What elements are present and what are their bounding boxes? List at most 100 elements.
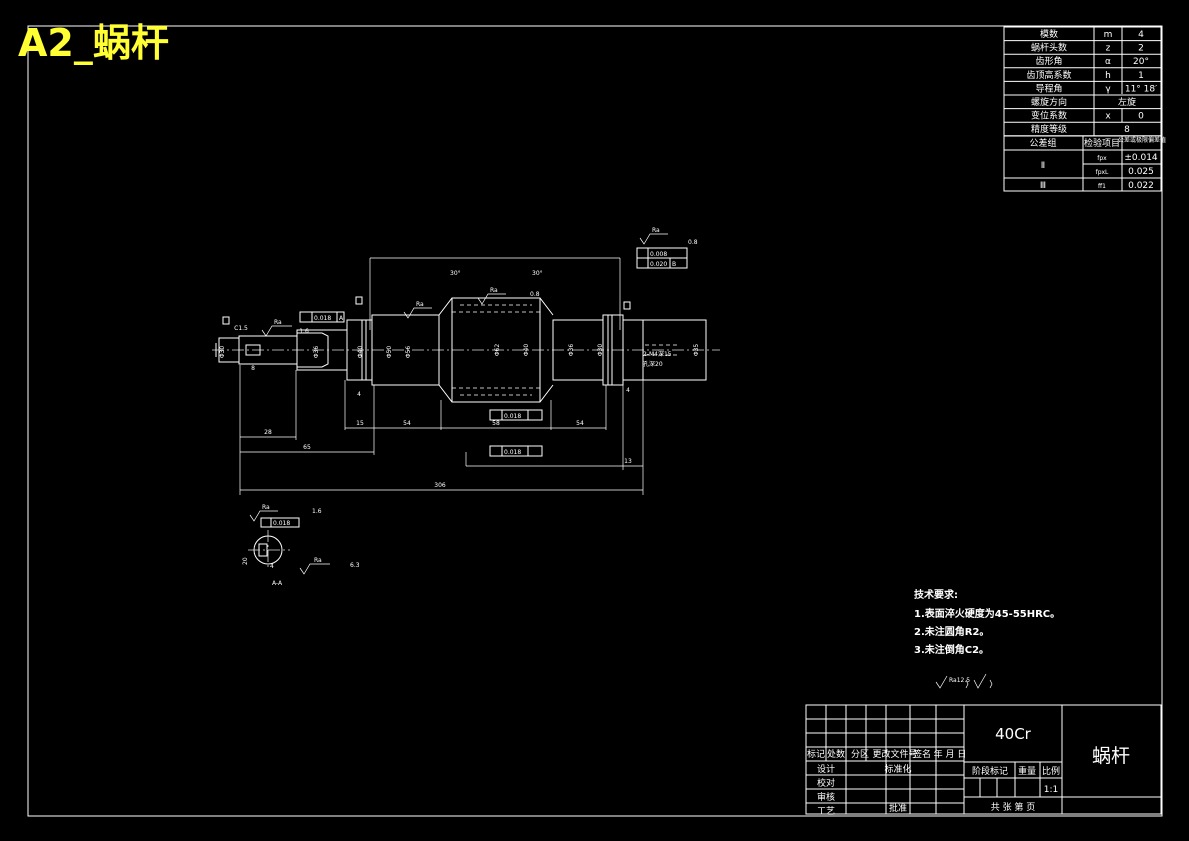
param-value: 1 (1138, 71, 1144, 81)
param-symbol: h (1105, 71, 1111, 81)
worm-shaft-view (212, 297, 720, 403)
dim-text: 65 (303, 444, 311, 451)
param-value: 8 (1124, 125, 1130, 135)
drawing-title: A2_蜗杆 (18, 21, 169, 65)
svg-text:Ra: Ra (416, 301, 424, 308)
param-name: 导程角 (1035, 82, 1062, 94)
tech-req-item: 2.未注圆角R2。 (914, 625, 989, 638)
tolerance-group-2: Ⅱ (1041, 161, 1045, 171)
param-value: 11° 18′ (1125, 84, 1157, 94)
title-block-role: 工艺 (817, 806, 835, 817)
svg-text:Ra: Ra (652, 227, 660, 234)
svg-text:4: 4 (270, 563, 274, 570)
title-block-role: 校对 (817, 777, 835, 789)
diameter-text: Φ36 (313, 346, 320, 359)
param-value: 4 (1138, 30, 1144, 40)
dimension-lines (239, 257, 644, 495)
param-name: 蜗杆头数 (1031, 42, 1067, 54)
dim-text: 54 (576, 420, 584, 427)
svg-text:0.018: 0.018 (504, 413, 521, 420)
title-block-label: 更改文件号 (872, 748, 917, 760)
material-text: 40Cr (995, 725, 1032, 743)
dim-text: C1.5 (234, 325, 248, 332)
stage-label: 阶段标记 (972, 765, 1008, 777)
tech-req-item: 1.表面淬火硬度为45-55HRC。 (914, 607, 1060, 620)
tolerance-item-1: fpx (1097, 155, 1107, 162)
geometric-tolerance-frames: 0.018 A 0.018 0.018 0.008 0.020 B (222, 247, 688, 457)
svg-text:A: A (339, 315, 344, 322)
angle-text: 30° (532, 270, 543, 277)
technical-requirements: 技术要求: 1.表面淬火硬度为45-55HRC。 2.未注圆角R2。 3.未注倒… (914, 588, 1060, 656)
param-symbol: γ (1105, 84, 1111, 94)
dim-text: 28 (264, 429, 272, 436)
diameter-text: Φ40 (357, 346, 364, 359)
dim-text: 4 (626, 387, 630, 394)
param-symbol: α (1105, 57, 1111, 67)
svg-text:0.8: 0.8 (688, 239, 698, 246)
approve-label: 批准 (889, 802, 907, 814)
part-name: 蜗杆 (1092, 745, 1130, 767)
title-block-role: 设计 (817, 763, 835, 775)
title-block-role: 审核 (817, 791, 835, 803)
angle-text: 30° (450, 270, 461, 277)
title-block-label: 签名 (913, 748, 931, 760)
title-block-label: 分区 (851, 749, 869, 760)
tolerance-group-3: Ⅲ (1040, 181, 1046, 191)
dim-text: 8 (251, 365, 255, 372)
tech-req-heading: 技术要求: (914, 588, 958, 601)
title-block-label: 标记 (807, 748, 825, 760)
dim-text: 306 (434, 482, 446, 489)
param-name: 齿顶高系数 (1026, 69, 1071, 81)
diameter-text: Φ56 (405, 346, 412, 359)
title-block: 标记处数分区更改文件号签名年 月 日设计校对审核工艺标准化批准 40Cr 蜗杆 … (805, 704, 1162, 817)
thread-note: 2-M4深15 (643, 350, 672, 358)
tolerance-value-header: 公差或极限偏差值 (1118, 136, 1166, 144)
dim-text: 54 (403, 420, 411, 427)
drawing-frame (27, 25, 1163, 817)
standard-label: 标准化 (884, 763, 911, 775)
param-symbol: m (1104, 30, 1113, 40)
svg-text:0.020: 0.020 (650, 261, 667, 268)
svg-text:B: B (672, 261, 676, 268)
diameter-text: Φ30 (597, 344, 604, 357)
param-name: 齿形角 (1035, 55, 1062, 67)
param-value: 20° (1133, 57, 1149, 67)
svg-text:0.008: 0.008 (650, 251, 667, 258)
dim-text: 4 (357, 391, 361, 398)
param-name: 螺旋方向 (1031, 96, 1067, 108)
svg-text:0.8: 0.8 (530, 291, 540, 298)
tolerance-item-3: ff1 (1098, 183, 1106, 190)
svg-text:Ra: Ra (262, 504, 270, 511)
svg-text:6.3: 6.3 (350, 562, 360, 569)
svg-text:A-A: A-A (272, 580, 283, 587)
section-view-aa: 0.018 Ra 1.6 Ra 6.3 A-A 20 4 (242, 504, 360, 587)
roughness-marks: Ra Ra Ra 0.8 Ra 0.8 (261, 227, 698, 337)
param-name: 变位系数 (1031, 110, 1067, 122)
svg-text:Ra: Ra (490, 287, 498, 294)
svg-text:20: 20 (242, 557, 249, 565)
dim-text: 15 (356, 420, 364, 427)
dim-text: 58 (492, 420, 500, 427)
diameter-text: Φ30 (219, 346, 226, 359)
scale-label: 比例 (1042, 765, 1060, 777)
svg-text:1.6: 1.6 (312, 508, 322, 515)
tolerance-group-header: 公差组 (1029, 137, 1056, 149)
diameter-text: Φ50 (386, 346, 393, 359)
tolerance-value-2: 0.025 (1128, 167, 1154, 177)
svg-text:0.018: 0.018 (504, 449, 521, 456)
tolerance-value-1: ±0.014 (1124, 153, 1158, 163)
dim-text: 1.6 (299, 328, 309, 335)
svg-text:Ra: Ra (274, 319, 282, 326)
svg-text:0.018: 0.018 (314, 315, 331, 322)
diameter-text: Φ35 (693, 344, 700, 357)
tolerance-value-3: 0.022 (1128, 181, 1154, 191)
thread-note-2: 孔深20 (643, 360, 663, 368)
tolerance-item-header: 检验项目 (1084, 137, 1120, 149)
roughness-general-note: Ra12.5 (935, 673, 993, 689)
svg-text:Ra: Ra (314, 557, 322, 564)
param-value: 2 (1138, 44, 1144, 54)
title-block-label: 处数 (827, 748, 845, 760)
dimension-texts: 28 65 15 54 58 54 13 306 4 4 1.6 C1.5 8 … (219, 270, 700, 489)
